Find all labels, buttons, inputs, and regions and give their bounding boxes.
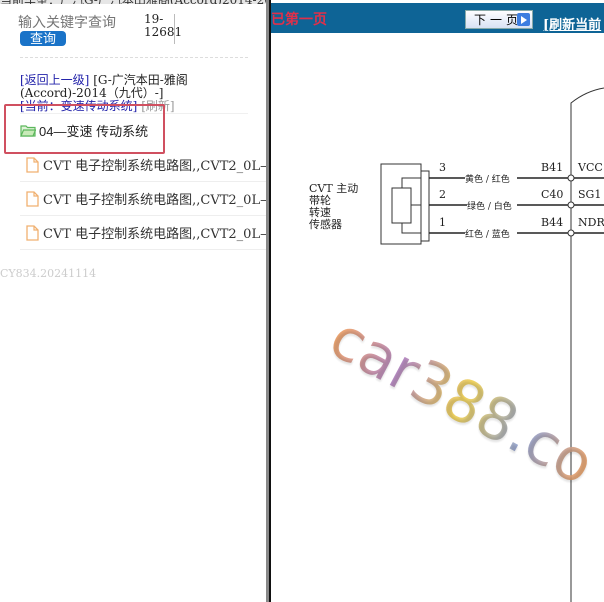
folder-label: 04—变速 传动系统 — [39, 124, 149, 139]
wire-color: 绿色 / 白色 — [467, 199, 512, 212]
pin-number: 1 — [439, 216, 446, 229]
page-status: 已第一页 — [271, 12, 327, 28]
pin-number: 3 — [439, 161, 446, 174]
terminal-id: C40 — [541, 188, 564, 201]
next-page-label: 下一页 — [474, 13, 523, 27]
file-label: CVT 电子控制系统电路图,,CVT2_0L—( — [43, 227, 268, 242]
signal-name: NDR — [578, 216, 604, 229]
folder-item[interactable]: 04—变速 传动系统 — [20, 121, 148, 140]
signal-name: SG1 — [578, 188, 602, 201]
wiring-lines — [380, 87, 604, 602]
version-text: CY834.20241114 — [0, 267, 97, 280]
back-link[interactable]: [返回上一级] — [20, 73, 90, 87]
wire-color: 黄色 / 红色 — [465, 172, 510, 185]
viewer-toolbar: 已第一页 下一页 [刷新当前 — [271, 3, 604, 33]
file-item[interactable]: CVT 电子控制系统电路图,,CVT2_0L—( — [20, 148, 268, 182]
search-input[interactable] — [18, 13, 133, 31]
file-icon — [26, 224, 39, 241]
left-panel: 当前车型：广汽G-广汽本田雅阁(Accord)2014-2015 查询 19-1… — [0, 0, 268, 602]
file-icon — [26, 190, 39, 207]
file-item[interactable]: CVT 电子控制系统电路图,,CVT2_0L—( — [20, 182, 268, 216]
pin-number: 2 — [439, 188, 446, 201]
next-page-button[interactable]: 下一页 — [465, 10, 533, 29]
code-text: 19-12681 — [144, 12, 183, 39]
path-text: [G-广汽本田-雅阁(Accord)-2014（九代）-] — [20, 73, 188, 100]
divider — [20, 57, 248, 58]
divider — [20, 113, 248, 114]
refresh-current-link[interactable]: [刷新当前 — [543, 18, 602, 33]
highlight-annotation — [4, 104, 165, 154]
current-category: [当前：变速传动系统] — [20, 99, 138, 113]
component-label: CVT 主动 带轮 转速 传感器 — [309, 182, 359, 231]
divider — [174, 14, 175, 44]
panel-splitter[interactable] — [266, 0, 271, 602]
signal-name: VCC1 — [578, 161, 604, 174]
refresh-link[interactable]: [刷新] — [141, 99, 175, 113]
file-item[interactable]: CVT 电子控制系统电路图,,CVT2_0L—( — [20, 216, 268, 250]
file-label: CVT 电子控制系统电路图,,CVT2_0L—( — [43, 193, 268, 208]
folder-icon — [20, 125, 36, 137]
terminal-id: B41 — [541, 161, 564, 174]
file-icon — [26, 156, 39, 173]
file-list: CVT 电子控制系统电路图,,CVT2_0L—( CVT 电子控制系统电路图,,… — [20, 148, 268, 250]
current-model-text: 当前车型：广汽G-广汽本田雅阁(Accord)2014-2015 — [0, 0, 268, 4]
terminal-id: B44 — [541, 216, 564, 229]
wire-color: 红色 / 蓝色 — [465, 227, 510, 240]
viewer-panel: 已第一页 下一页 [刷新当前 — [271, 0, 604, 602]
wiring-diagram: CVT 主动 带轮 转速 传感器 3 2 1 黄色 / 红色 绿色 / 白色 红… — [271, 33, 604, 602]
search-button[interactable]: 查询 — [20, 31, 66, 46]
file-label: CVT 电子控制系统电路图,,CVT2_0L—( — [43, 159, 268, 174]
breadcrumb: [返回上一级] [G-广汽本田-雅阁(Accord)-2014（九代）-] [当… — [20, 74, 260, 113]
current-model-bar: 当前车型：广汽G-广汽本田雅阁(Accord)2014-2015 — [0, 0, 268, 4]
arrow-right-icon — [517, 13, 530, 26]
